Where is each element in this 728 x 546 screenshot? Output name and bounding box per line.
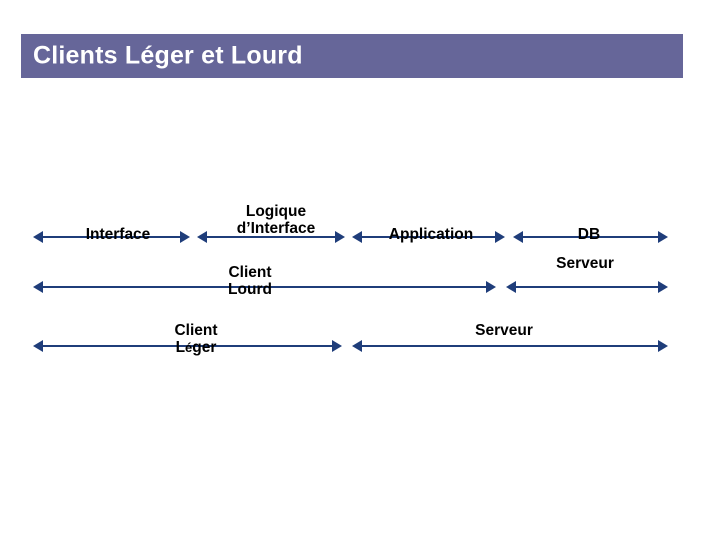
logique-interface-arrow xyxy=(197,231,345,244)
arrow-head-left-icon xyxy=(33,281,43,293)
arrow-head-right-icon xyxy=(486,281,496,293)
arrow-shaft xyxy=(359,236,498,238)
client-leger-label-serveur: Serveur xyxy=(475,322,533,339)
arrow-shaft xyxy=(40,286,489,288)
arrow-shaft xyxy=(40,345,335,347)
tier-label-application: Application xyxy=(388,226,474,243)
arrow-head-right-icon xyxy=(658,281,668,293)
arrow-shaft xyxy=(513,286,661,288)
tier-label-logique: Logique d’Interface xyxy=(236,203,316,238)
arrow-shaft xyxy=(204,236,338,238)
arrow-head-right-icon xyxy=(332,340,342,352)
arrow-head-left-icon xyxy=(352,340,362,352)
arrow-shaft xyxy=(40,236,183,238)
client-lourd-label-client: Client Lourd xyxy=(228,264,272,299)
client-leger-arrow xyxy=(33,340,342,353)
application-arrow xyxy=(352,231,505,244)
arrow-head-right-icon xyxy=(180,231,190,243)
interface-arrow xyxy=(33,231,190,244)
arrow-head-left-icon xyxy=(513,231,523,243)
client-lourd-arrow xyxy=(33,281,496,294)
arrow-head-left-icon xyxy=(197,231,207,243)
arrow-head-left-icon xyxy=(506,281,516,293)
arrow-head-right-icon xyxy=(495,231,505,243)
slide-title-banner: Clients Léger et Lourd xyxy=(21,34,683,78)
arrow-shaft xyxy=(520,236,661,238)
arrow-head-right-icon xyxy=(335,231,345,243)
tier-label-db: DB xyxy=(577,226,601,243)
accented-char: é xyxy=(185,340,193,356)
tier-label-interface: Interface xyxy=(85,226,151,243)
arrow-head-left-icon xyxy=(33,231,43,243)
arrow-head-right-icon xyxy=(658,231,668,243)
page-title: Clients Léger et Lourd xyxy=(33,41,303,70)
client-lourd-label-serveur: Serveur xyxy=(556,255,614,272)
arrow-head-left-icon xyxy=(352,231,362,243)
db-arrow xyxy=(513,231,668,244)
serveur-lourd-arrow xyxy=(506,281,668,294)
arrow-shaft xyxy=(359,345,661,347)
client-leger-label-client: Client Léger xyxy=(174,322,218,357)
serveur-leger-arrow xyxy=(352,340,668,353)
arrow-head-left-icon xyxy=(33,340,43,352)
arrow-head-right-icon xyxy=(658,340,668,352)
